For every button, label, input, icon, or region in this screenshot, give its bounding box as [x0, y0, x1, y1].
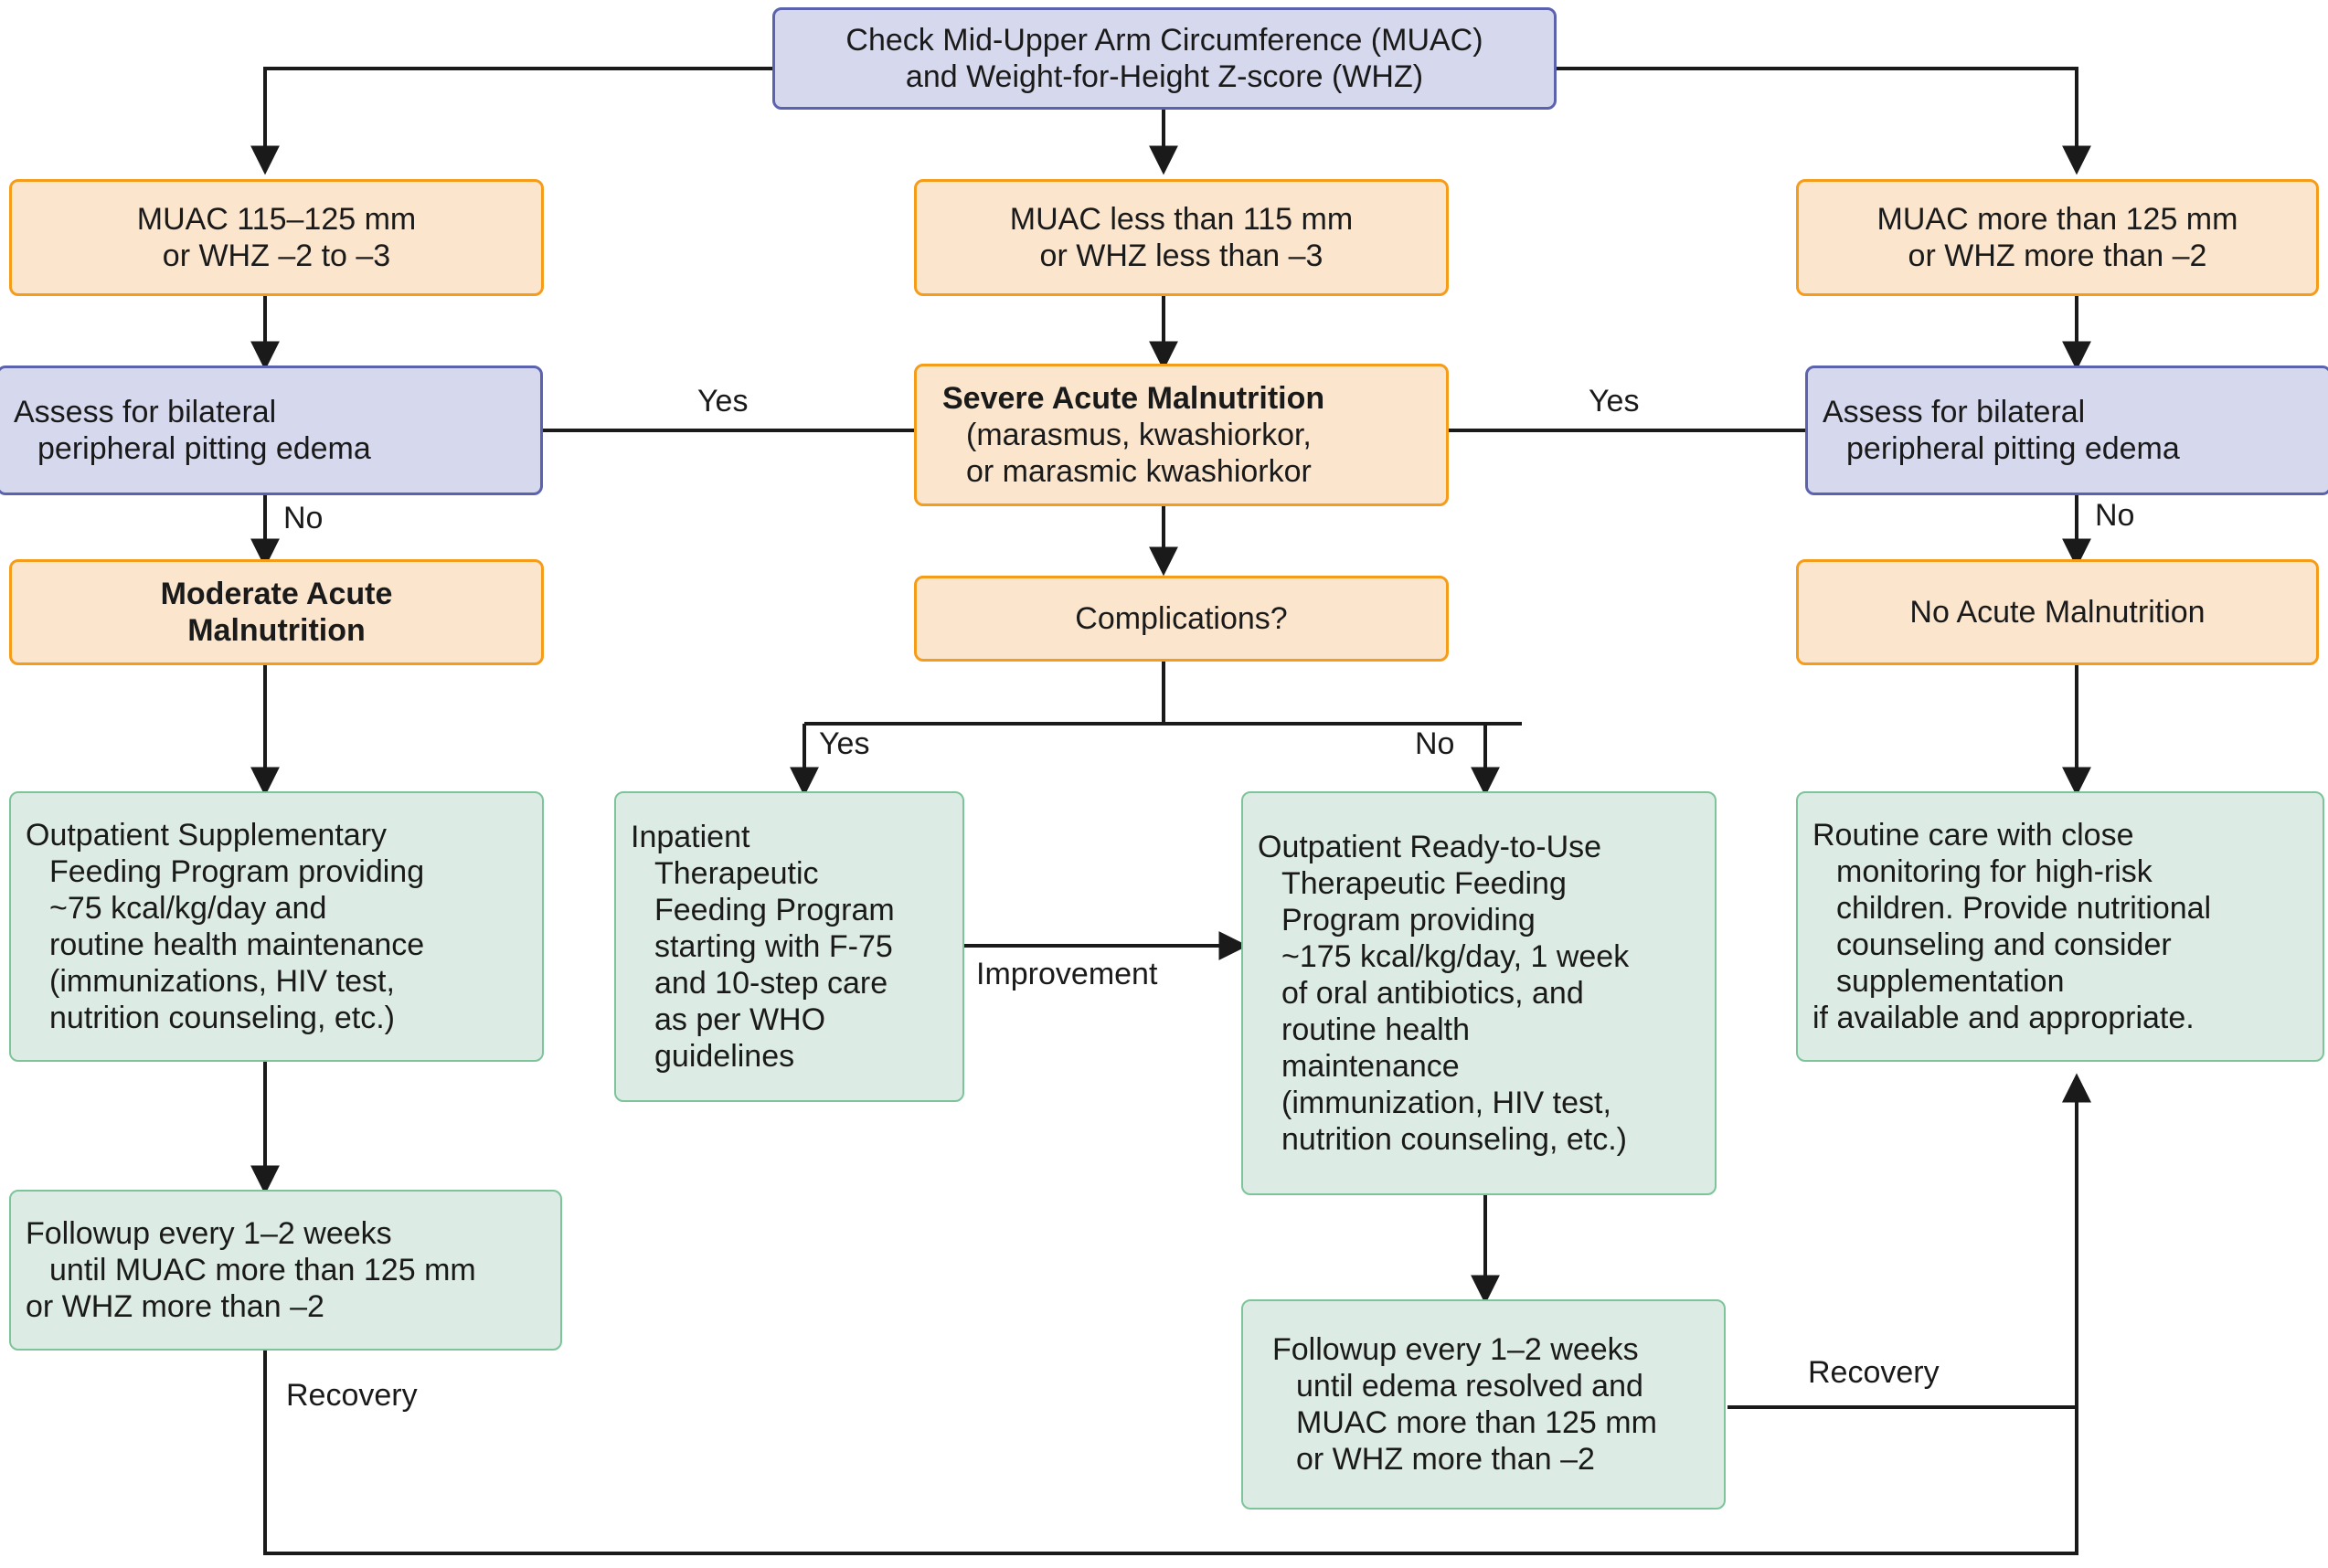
node-no-acute-malnutrition[interactable]: No Acute Malnutrition: [1796, 559, 2319, 665]
node-line: MUAC more than 125 mm: [1876, 201, 2238, 237]
node-check-muac-whz[interactable]: Check Mid-Upper Arm Circumference (MUAC)…: [772, 7, 1557, 110]
node-line: MUAC more than 125 mm: [1296, 1405, 1657, 1440]
node-followup-left[interactable]: Followup every 1–2 weeks until MUAC more…: [9, 1190, 562, 1351]
node-line: Therapeutic: [654, 855, 819, 891]
node-line: Feeding Program providing: [49, 853, 425, 889]
node-line: routine health: [1281, 1012, 1471, 1048]
node-line: nutrition counseling, etc.): [1281, 1122, 1627, 1158]
node-line: Assess for bilateral: [14, 394, 277, 429]
node-moderate-acute-malnutrition[interactable]: Moderate Acute Malnutrition: [9, 559, 544, 665]
node-line: Therapeutic Feeding: [1281, 865, 1567, 901]
node-line: MUAC less than 115 mm: [1009, 201, 1354, 237]
node-line: Feeding Program: [654, 892, 895, 927]
node-line: Routine care with close: [1812, 817, 2134, 853]
node-line-title: Severe Acute Malnutrition: [942, 380, 1325, 416]
node-line: or WHZ more than –2: [1908, 238, 2207, 273]
node-outpatient-rutf[interactable]: Outpatient Ready-to-Use Therapeutic Feed…: [1241, 791, 1717, 1195]
node-complications[interactable]: Complications?: [914, 576, 1449, 662]
node-line: guidelines: [654, 1039, 795, 1075]
node-line: or WHZ more than –2: [1296, 1442, 1595, 1478]
node-followup-center[interactable]: Followup every 1–2 weeks until edema res…: [1241, 1299, 1726, 1510]
node-line: Followup every 1–2 weeks: [1272, 1331, 1639, 1367]
node-line: peripheral pitting edema: [37, 431, 371, 466]
node-muac-less-115[interactable]: MUAC less than 115 mm or WHZ less than –…: [914, 179, 1449, 296]
node-assess-edema-left[interactable]: Assess for bilateral peripheral pitting …: [0, 366, 543, 495]
node-line: (immunization, HIV test,: [1281, 1086, 1611, 1121]
node-line: until MUAC more than 125 mm: [49, 1252, 476, 1287]
node-line: counseling and consider: [1836, 927, 2172, 962]
node-line: or WHZ more than –2: [26, 1289, 324, 1325]
node-line: children. Provide nutritional: [1836, 890, 2212, 926]
node-line: Outpatient Supplementary: [26, 817, 388, 853]
edge-label-recovery-right: Recovery: [1808, 1355, 1940, 1390]
edge-label-improvement: Improvement: [976, 957, 1158, 991]
node-line: No Acute Malnutrition: [1909, 594, 2206, 630]
node-line: Malnutrition: [187, 613, 366, 648]
node-line: Complications?: [1075, 600, 1288, 636]
edge-label-recovery-left: Recovery: [286, 1378, 418, 1413]
edge-label-yes-left: Yes: [697, 384, 749, 418]
node-line: and 10-step care: [654, 966, 888, 1001]
node-line: if available and appropriate.: [1812, 1001, 2195, 1036]
node-line: ~75 kcal/kg/day and: [49, 890, 327, 926]
node-line: Assess for bilateral: [1823, 394, 2086, 429]
edge-label-no-right: No: [2095, 498, 2135, 533]
node-muac-115-125[interactable]: MUAC 115–125 mm or WHZ –2 to –3: [9, 179, 544, 296]
node-line: or WHZ –2 to –3: [162, 238, 391, 273]
node-line: ~175 kcal/kg/day, 1 week: [1281, 938, 1630, 974]
node-line: maintenance: [1281, 1049, 1460, 1085]
node-line: routine health maintenance: [49, 927, 425, 962]
node-line: (marasmus, kwashiorkor,: [966, 417, 1312, 452]
node-line: (immunizations, HIV test,: [49, 964, 395, 1000]
node-line: Outpatient Ready-to-Use: [1258, 829, 1602, 864]
node-line: nutrition counseling, etc.): [49, 1001, 395, 1036]
node-line: or marasmic kwashiorkor: [966, 454, 1312, 490]
node-line: as per WHO: [654, 1002, 826, 1038]
node-severe-acute-malnutrition[interactable]: Severe Acute Malnutrition (marasmus, kwa…: [914, 364, 1449, 506]
node-inpatient-therapeutic-feeding[interactable]: Inpatient Therapeutic Feeding Program st…: [614, 791, 964, 1102]
edge-label-complications-yes: Yes: [819, 726, 870, 761]
edge-root-to-left: [250, 67, 772, 175]
node-line: supplementation: [1836, 964, 2065, 1000]
edge-root-to-right: [1556, 67, 2091, 175]
node-line: peripheral pitting edema: [1846, 431, 2180, 466]
node-outpatient-supplementary-feeding[interactable]: Outpatient Supplementary Feeding Program…: [9, 791, 544, 1062]
edge-label-yes-right: Yes: [1589, 384, 1640, 418]
node-line: or WHZ less than –3: [1039, 238, 1323, 273]
node-line: Program providing: [1281, 902, 1536, 938]
node-line: of oral antibiotics, and: [1281, 975, 1584, 1011]
node-line: Moderate Acute: [160, 576, 393, 611]
node-line: and Weight-for-Height Z-score (WHZ): [905, 59, 1424, 94]
node-line: starting with F-75: [654, 928, 893, 964]
node-line: monitoring for high-risk: [1836, 853, 2153, 889]
node-muac-more-125[interactable]: MUAC more than 125 mm or WHZ more than –…: [1796, 179, 2319, 296]
node-line: until edema resolved and: [1296, 1368, 1643, 1404]
edge-label-complications-no: No: [1415, 726, 1455, 761]
node-line: Followup every 1–2 weeks: [26, 1215, 392, 1251]
node-line: Check Mid-Upper Arm Circumference (MUAC): [845, 22, 1483, 58]
node-assess-edema-right[interactable]: Assess for bilateral peripheral pitting …: [1805, 366, 2328, 495]
edge-label-no-left: No: [283, 501, 324, 535]
node-routine-care[interactable]: Routine care with close monitoring for h…: [1796, 791, 2324, 1062]
node-line: MUAC 115–125 mm: [136, 201, 417, 237]
node-line: Inpatient: [631, 819, 750, 854]
